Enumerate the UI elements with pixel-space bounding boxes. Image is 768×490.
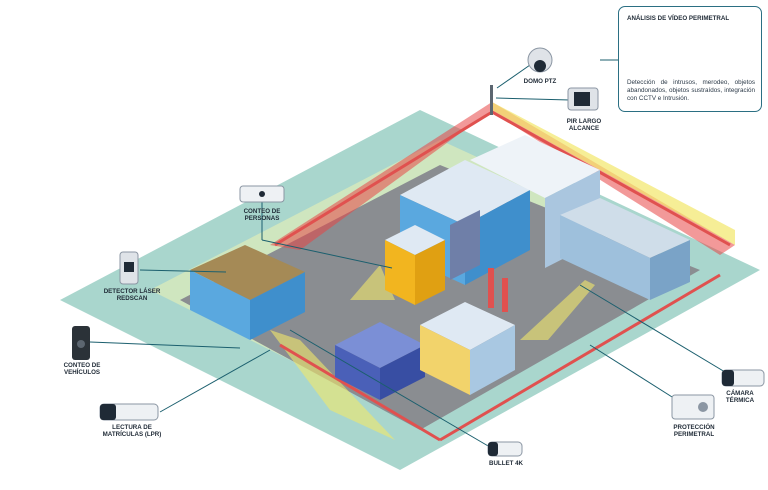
yellow-detection-zone: [492, 102, 735, 245]
thermal-camera-icon: [721, 369, 765, 387]
label-pir: PIR LARGO ALCANCE: [566, 118, 602, 133]
main-building-top: [400, 160, 530, 225]
callout-title: ANÁLISIS DE VÍDEO PERIMETRAL: [627, 15, 730, 22]
bullet-camera-icon: [487, 441, 523, 457]
lpr-camera-icon: [99, 403, 159, 421]
label-conteo-vehiculos: CONTEO DE VEHÍCULOS: [63, 362, 101, 377]
laser-detector-icon: [119, 251, 139, 285]
middle-building-right: [470, 325, 515, 395]
pir-sensor-icon: [567, 87, 599, 111]
factory-top: [560, 198, 690, 258]
leader-lines: [89, 59, 736, 451]
office-building-roof: [190, 245, 305, 300]
warehouse-left: [335, 345, 380, 400]
chimney: [488, 268, 494, 308]
factory-right: [650, 240, 690, 300]
yellow-detection-zone: [350, 265, 395, 300]
callout-text: Detección de intrusos, merodeo, objetos …: [627, 79, 755, 103]
main-building-door: [450, 210, 480, 280]
ptz-dome-camera-icon: [527, 47, 553, 73]
label-detector-laser: DETECTOR LÁSER REDSCAN: [103, 288, 161, 303]
yellow-detection-zone: [520, 280, 595, 340]
perimeter-protection-icon: [671, 394, 715, 420]
main-building-right: [465, 190, 530, 285]
video-analytics-callout: ANÁLISIS DE VÍDEO PERIMETRAL Detección d…: [618, 6, 762, 112]
middle-building-top: [420, 302, 515, 350]
office-building-left: [190, 270, 250, 340]
label-lpr: LECTURA DE MATRÍCULAS (LPR): [102, 424, 162, 439]
chimney: [502, 278, 508, 312]
label-domo-ptz: DOMO PTZ: [523, 78, 557, 85]
camera-pole: [490, 85, 493, 115]
label-proteccion-perimetral: PROTECCIÓN PERIMETRAL: [673, 424, 715, 439]
vehicle-counter-icon: [72, 326, 90, 360]
middle-building-left: [420, 325, 470, 395]
people-counter-icon: [239, 185, 285, 203]
yellow-building-right: [415, 240, 445, 305]
label-conteo-personas: CONTEO DE PERSONAS: [243, 208, 281, 223]
label-camara-termica: CÁMARA TÉRMICA: [725, 390, 755, 405]
back-building-top: [470, 135, 600, 198]
office-building-right: [250, 272, 305, 340]
label-bullet-4k: BULLET 4K: [488, 460, 524, 467]
factory-left: [560, 215, 650, 300]
yellow-building-left: [385, 240, 415, 305]
perimeter-fence: [274, 110, 731, 442]
warehouse-right: [380, 345, 425, 400]
